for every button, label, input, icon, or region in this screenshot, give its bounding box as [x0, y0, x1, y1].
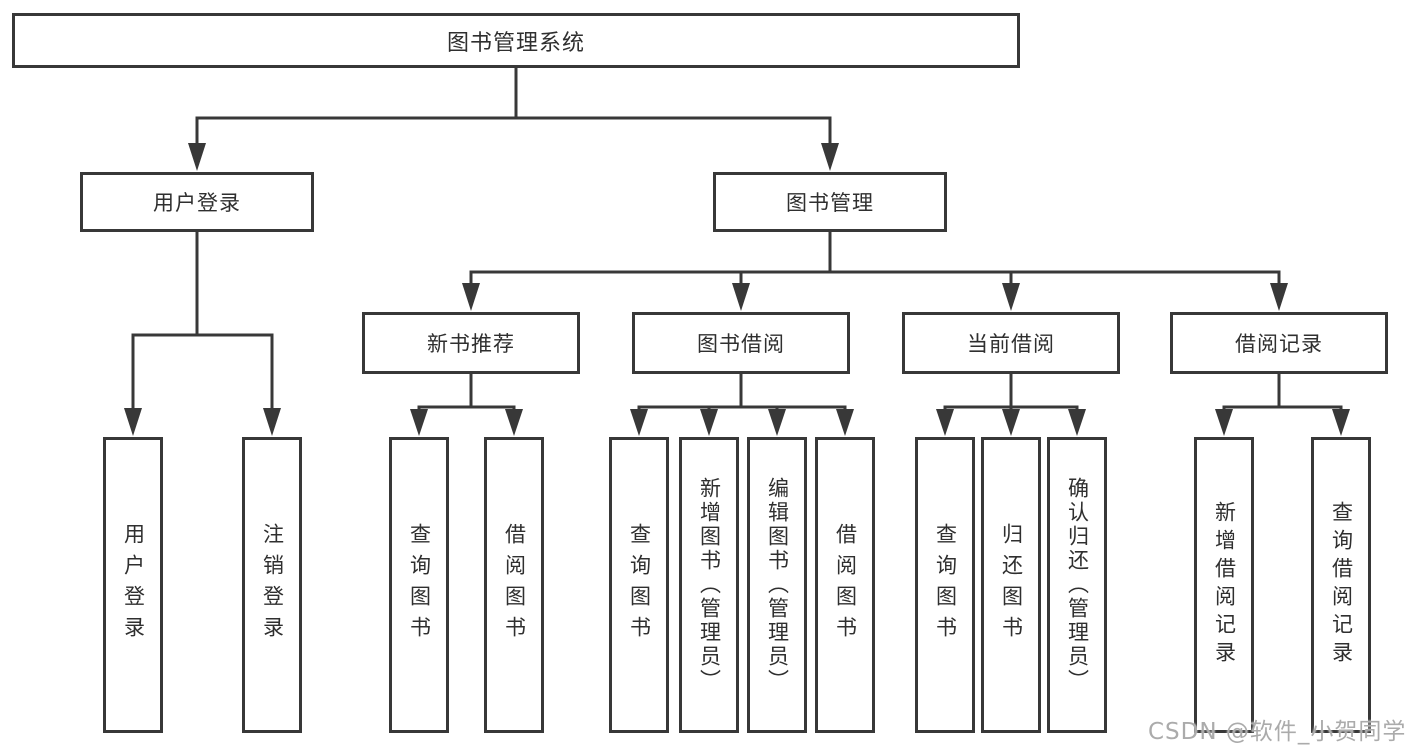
leaf-label: 查询图书 [933, 523, 958, 647]
arrowhead [462, 283, 480, 311]
arrowhead [1215, 409, 1233, 436]
leaf-borrow-books-borrowing: 借阅图书 [815, 437, 875, 733]
arrowhead [936, 409, 954, 436]
connector-user-login-to-children [124, 230, 281, 436]
leaf-label: 查询图书 [407, 523, 432, 647]
leaf-return-books: 归还图书 [981, 437, 1041, 733]
leaf-label: 确认归还（管理员） [1065, 477, 1090, 693]
leaf-logout: 注销登录 [242, 437, 302, 733]
arrowhead [768, 409, 786, 436]
leaf-label: 归还图书 [999, 523, 1024, 647]
leaf-edit-book-admin: 编辑图书（管理员） [747, 437, 807, 733]
node-library-management-system: 图书管理系统 [12, 13, 1020, 68]
leaf-label: 新增借阅记录 [1212, 501, 1237, 669]
leaf-user-login: 用户登录 [103, 437, 163, 733]
connector-current-borrowing-to-children [936, 372, 1086, 436]
arrowhead [1002, 409, 1020, 436]
leaf-label: 新增图书（管理员） [697, 477, 722, 693]
leaf-add-borrow-record: 新增借阅记录 [1194, 437, 1254, 733]
connector-borrowing-records-to-children [1215, 372, 1350, 436]
arrowhead [410, 409, 428, 436]
leaf-confirm-return-admin: 确认归还（管理员） [1047, 437, 1107, 733]
leaf-query-books-recommend: 查询图书 [389, 437, 449, 733]
leaf-label: 查询图书 [627, 523, 652, 647]
arrowhead [124, 408, 142, 436]
arrowhead [630, 409, 648, 436]
arrowhead [505, 409, 523, 436]
node-book-management: 图书管理 [713, 172, 947, 232]
node-current-borrowing: 当前借阅 [902, 312, 1120, 374]
leaf-query-borrow-record: 查询借阅记录 [1311, 437, 1371, 733]
leaf-label: 借阅图书 [502, 523, 527, 647]
arrowhead [188, 143, 206, 171]
leaf-label: 用户登录 [121, 523, 146, 647]
csdn-watermark: CSDN @软件_小贺同学 [1148, 719, 1405, 745]
arrowhead [1002, 283, 1020, 311]
node-new-book-recommendation: 新书推荐 [362, 312, 580, 374]
arrowhead [821, 143, 839, 171]
connector-book-management-to-level3 [462, 230, 1288, 311]
arrowhead [1068, 409, 1086, 436]
node-borrowing-records: 借阅记录 [1170, 312, 1388, 374]
arrowhead [1270, 283, 1288, 311]
leaf-label: 注销登录 [260, 523, 285, 647]
arrowhead [732, 283, 750, 311]
connector-book-borrowing-to-children [630, 372, 854, 436]
arrowhead [1332, 409, 1350, 436]
leaf-label: 编辑图书（管理员） [765, 477, 790, 693]
node-book-borrowing: 图书借阅 [632, 312, 850, 374]
leaf-add-book-admin: 新增图书（管理员） [679, 437, 739, 733]
leaf-label: 借阅图书 [833, 523, 858, 647]
arrowhead [700, 409, 718, 436]
leaf-query-books-borrowing: 查询图书 [609, 437, 669, 733]
arrowhead [263, 408, 281, 436]
arrowhead [836, 409, 854, 436]
connector-root-to-level2 [188, 66, 839, 171]
leaf-query-books-current: 查询图书 [915, 437, 975, 733]
connector-new-book-recommendation-to-children [410, 372, 523, 436]
leaf-borrow-books-recommend: 借阅图书 [484, 437, 544, 733]
node-user-login: 用户登录 [80, 172, 314, 232]
leaf-label: 查询借阅记录 [1329, 501, 1354, 669]
